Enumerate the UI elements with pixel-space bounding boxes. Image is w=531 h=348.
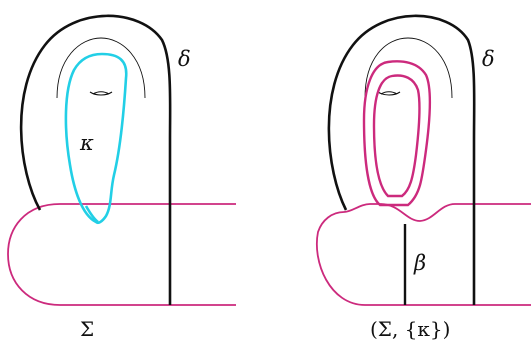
left-kappa-crossing — [84, 205, 99, 224]
left-delta-label: δ — [178, 47, 191, 71]
right-inner-arch — [364, 37, 453, 99]
left-hole-icon — [89, 91, 113, 96]
right-beta-label: β — [413, 251, 426, 275]
left-kappa-label: κ — [79, 131, 94, 155]
left-panel: δ κ Σ — [7, 14, 236, 341]
right-caption: (Σ, {κ}) — [370, 317, 450, 341]
right-outer-loop — [362, 60, 431, 207]
right-delta-label: δ — [482, 47, 495, 71]
left-surface-band — [7, 203, 236, 306]
right-inner-loop — [372, 74, 421, 198]
left-caption: Σ — [80, 317, 94, 341]
right-hole-icon — [377, 91, 401, 96]
left-handle-outline — [19, 14, 172, 305]
left-inner-arch — [56, 37, 146, 99]
left-kappa-curve — [64, 52, 128, 225]
right-surface-band-outline — [316, 203, 531, 306]
right-panel: δ β (Σ, {κ}) — [316, 14, 531, 341]
right-handle-outline — [327, 14, 476, 305]
